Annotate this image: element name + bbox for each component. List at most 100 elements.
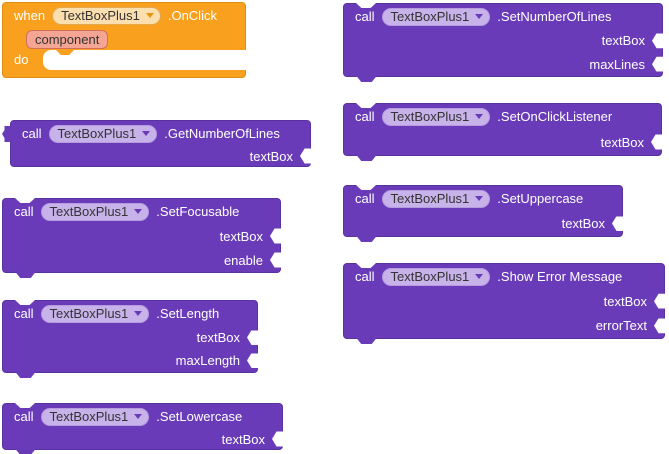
keyword-label: call xyxy=(355,191,375,206)
param-row: maxLength xyxy=(3,349,259,372)
param-row: textBox xyxy=(344,29,664,53)
bottom-tab xyxy=(356,338,377,344)
top-notch xyxy=(356,103,376,108)
keyword-label: call xyxy=(14,409,34,424)
param-label-maxlines: maxLines xyxy=(589,56,645,72)
value-socket[interactable] xyxy=(270,228,282,244)
slot-notch xyxy=(56,50,74,55)
method-label: .SetOnClickListener xyxy=(497,109,613,124)
top-notch xyxy=(15,198,35,203)
dropdown-arrow-icon xyxy=(475,14,484,19)
param-row: textBox xyxy=(344,129,663,155)
value-socket[interactable] xyxy=(651,134,663,150)
bottom-tab xyxy=(15,272,36,278)
component-dropdown-value: TextBoxPlus1 xyxy=(390,269,470,284)
method-label: .GetNumberOfLines xyxy=(164,126,280,141)
block-call-setfocusable[interactable]: call TextBoxPlus1 .SetFocusable textBox enab… xyxy=(2,198,282,278)
component-dropdown[interactable]: TextBoxPlus1 xyxy=(40,407,150,426)
component-dropdown-value: TextBoxPlus1 xyxy=(390,9,470,24)
param-label-textbox: textBox xyxy=(601,33,645,49)
output-plug xyxy=(2,126,12,142)
value-socket[interactable] xyxy=(247,330,259,345)
method-label: .SetLowercase xyxy=(156,409,243,424)
dropdown-arrow-icon xyxy=(142,131,151,136)
block-call-setnumberoflines[interactable]: call TextBoxPlus1 .SetNumberOfLines textBox… xyxy=(343,3,664,82)
value-socket[interactable] xyxy=(652,56,664,72)
block-title-row: call TextBoxPlus1 .SetOnClickListener xyxy=(344,104,661,129)
value-socket[interactable] xyxy=(612,216,624,231)
component-dropdown[interactable]: TextBoxPlus1 xyxy=(40,202,150,221)
top-notch xyxy=(356,263,376,268)
param-row: textBox xyxy=(344,289,666,314)
bottom-tab xyxy=(15,372,36,378)
component-dropdown[interactable]: TextBoxPlus1 xyxy=(48,124,158,143)
param-row: enable xyxy=(3,248,282,272)
component-dropdown-value: TextBoxPlus1 xyxy=(390,109,470,124)
block-title-row: call TextBoxPlus1 .SetLowercase xyxy=(3,404,282,429)
param-label-textbox: textBox xyxy=(600,134,644,150)
component-dropdown-value: TextBoxPlus1 xyxy=(49,409,129,424)
value-socket[interactable] xyxy=(270,252,282,268)
dropdown-arrow-icon xyxy=(134,414,143,419)
block-title-row: call TextBoxPlus1 .SetFocusable xyxy=(3,199,280,224)
dropdown-arrow-icon xyxy=(134,209,143,214)
component-dropdown[interactable]: TextBoxPlus1 xyxy=(40,304,150,323)
param-label-textbox: textBox xyxy=(249,148,293,164)
keyword-label: call xyxy=(355,269,375,284)
do-row: do xyxy=(3,50,246,70)
param-row: textBox xyxy=(11,146,312,166)
top-notch xyxy=(356,3,376,8)
dropdown-arrow-icon xyxy=(475,196,484,201)
keyword-label: call xyxy=(14,204,34,219)
param-label-errortext: errorText xyxy=(595,318,647,334)
top-notch xyxy=(356,185,376,190)
param-row: textBox xyxy=(3,326,259,349)
component-dropdown[interactable]: TextBoxPlus1 xyxy=(381,107,491,126)
component-dropdown-value: TextBoxPlus1 xyxy=(49,306,129,321)
component-dropdown[interactable]: TextBoxPlus1 xyxy=(381,7,491,26)
method-label: .SetFocusable xyxy=(156,204,240,219)
keyword-label: when xyxy=(14,8,46,23)
bottom-tab xyxy=(15,449,36,454)
param-label-textbox: textBox xyxy=(219,228,263,244)
bottom-tab xyxy=(356,155,377,161)
component-dropdown-value: TextBoxPlus1 xyxy=(61,8,140,23)
param-row: errorText xyxy=(344,314,666,339)
value-socket[interactable] xyxy=(272,431,284,447)
param-label-textbox: textBox xyxy=(196,330,240,345)
component-dropdown[interactable]: TextBoxPlus1 xyxy=(52,6,161,25)
method-label: .SetNumberOfLines xyxy=(497,9,612,24)
block-call-setonclicklistener[interactable]: call TextBoxPlus1 .SetOnClickListener textB… xyxy=(343,103,663,161)
value-socket[interactable] xyxy=(652,33,664,49)
value-socket[interactable] xyxy=(654,293,666,309)
dropdown-arrow-icon xyxy=(475,274,484,279)
value-socket[interactable] xyxy=(247,353,259,368)
method-label: .SetUppercase xyxy=(497,191,584,206)
component-dropdown[interactable]: TextBoxPlus1 xyxy=(381,189,491,208)
param-row: textBox xyxy=(344,211,624,236)
value-socket[interactable] xyxy=(300,148,312,164)
component-param-badge[interactable]: component xyxy=(26,29,109,49)
block-call-showerrormessage[interactable]: call TextBoxPlus1 .Show Error Message textB… xyxy=(343,263,666,344)
param-label-maxlength: maxLength xyxy=(175,353,240,368)
block-call-setuppercase[interactable]: call TextBoxPlus1 .SetUppercase textBox xyxy=(343,185,624,242)
param-row: maxLines xyxy=(344,53,664,77)
method-label: .Show Error Message xyxy=(497,269,623,284)
keyword-label: call xyxy=(355,9,375,24)
component-dropdown-value: TextBoxPlus1 xyxy=(57,126,137,141)
block-title-row: call TextBoxPlus1 .SetNumberOfLines xyxy=(344,4,662,29)
bottom-tab xyxy=(356,236,377,242)
value-socket[interactable] xyxy=(654,318,666,334)
param-label-enable: enable xyxy=(223,252,263,268)
do-label: do xyxy=(14,52,29,67)
statement-slot[interactable] xyxy=(43,50,246,70)
component-dropdown[interactable]: TextBoxPlus1 xyxy=(381,267,491,286)
keyword-label: call xyxy=(355,109,375,124)
